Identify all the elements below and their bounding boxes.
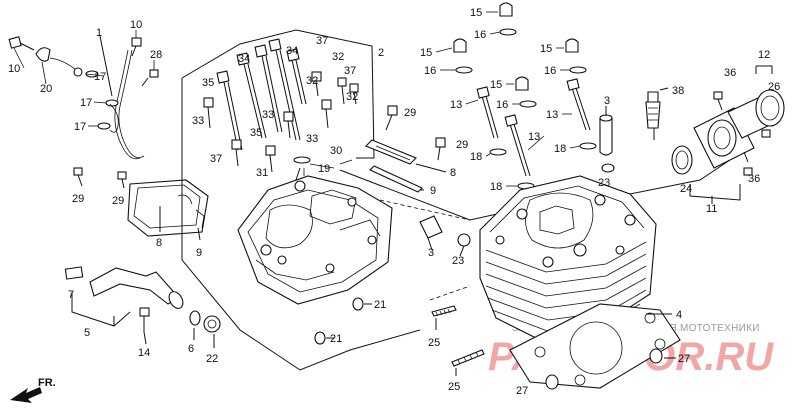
label-35b: 35	[250, 127, 262, 139]
side-cover-left	[73, 167, 209, 241]
label-25b: 25	[448, 381, 460, 393]
label-12: 12	[758, 49, 770, 61]
label-32a: 32	[306, 75, 318, 87]
head-bolts-left	[203, 38, 359, 181]
svg-text:FR.: FR.	[38, 377, 56, 389]
label-5: 5	[84, 327, 90, 339]
label-28: 28	[150, 49, 162, 61]
label-27b: 27	[678, 353, 690, 365]
label-33a: 33	[192, 115, 204, 127]
gasket-center	[365, 105, 447, 193]
label-36b: 36	[748, 173, 760, 185]
intake-assembly	[671, 65, 785, 204]
label-8a: 8	[156, 237, 162, 249]
label-15b: 15	[420, 47, 432, 59]
label-29c: 29	[404, 107, 416, 119]
label-16d: 16	[496, 99, 508, 111]
label-1: 1	[96, 27, 102, 39]
label-38: 38	[672, 85, 684, 97]
label-11: 11	[706, 203, 717, 215]
label-13c: 13	[546, 109, 558, 121]
dowel-pins	[314, 297, 372, 345]
label-13b: 13	[528, 131, 540, 143]
callout-leaders	[13, 11, 581, 187]
label-32c: 32	[346, 91, 358, 103]
label-15a: 15	[470, 7, 482, 19]
label-9a: 9	[196, 247, 202, 259]
label-37c: 37	[344, 65, 356, 77]
label-15c: 15	[540, 43, 552, 55]
label-29b: 29	[112, 195, 124, 207]
label-37b: 37	[316, 35, 328, 47]
label-19: 19	[318, 163, 330, 175]
head-gasket	[509, 303, 681, 389]
tensioner-right	[599, 106, 615, 173]
label-8b: 8	[450, 167, 456, 179]
label-31: 31	[256, 167, 268, 179]
label-17a: 17	[94, 71, 106, 83]
label-25a: 25	[428, 337, 440, 349]
label-10a: 10	[8, 63, 20, 75]
dowels-27	[545, 348, 676, 390]
label-3b: 3	[604, 95, 610, 107]
head-bolts-right	[453, 2, 597, 190]
label-7: 7	[68, 289, 74, 301]
label-14: 14	[138, 347, 150, 359]
label-33b: 33	[306, 133, 318, 145]
cylinder-head-right	[479, 175, 657, 341]
label-23a: 23	[452, 255, 464, 267]
label-21a: 21	[374, 299, 386, 311]
label-29d: 29	[456, 139, 468, 151]
label-23b: 23	[598, 177, 610, 189]
breather-hose-assembly	[8, 35, 159, 160]
label-13a: 13	[450, 99, 462, 111]
label-22: 22	[206, 353, 218, 365]
label-6: 6	[188, 343, 194, 355]
label-9b: 9	[430, 185, 436, 197]
label-33c: 33	[262, 109, 274, 121]
label-16a: 16	[474, 29, 486, 41]
label-15d: 15	[490, 79, 502, 91]
label-26: 26	[768, 81, 780, 93]
front-direction-arrow: FR.	[10, 377, 56, 403]
label-2: 2	[378, 47, 384, 59]
label-30: 30	[330, 145, 342, 157]
label-37a: 37	[210, 153, 222, 165]
label-35a: 35	[202, 77, 214, 89]
studs	[429, 285, 485, 376]
label-29a: 29	[72, 193, 84, 205]
callout-labels: 10 20 1 10 28 17 17 17 29 29 8 9 7 5 14 …	[8, 7, 780, 397]
spark-plug	[645, 87, 669, 140]
label-18b: 18	[490, 181, 502, 193]
label-16b: 16	[424, 65, 436, 77]
tensioner-center	[419, 215, 471, 257]
seal-and-nut	[189, 310, 221, 348]
label-34b: 34	[286, 45, 298, 57]
label-17b: 17	[80, 97, 92, 109]
label-16c: 16	[544, 65, 556, 77]
cylinder-head-left	[237, 168, 393, 305]
label-36a: 36	[724, 67, 736, 79]
label-17c: 17	[74, 121, 86, 133]
label-18a: 18	[470, 151, 482, 163]
shaft-assembly	[64, 266, 184, 345]
label-32b: 32	[332, 51, 344, 63]
label-21b: 21	[330, 333, 342, 345]
label-4: 4	[676, 309, 682, 321]
label-27a: 27	[516, 385, 528, 397]
label-18c: 18	[554, 143, 566, 155]
label-20: 20	[40, 83, 52, 95]
label-34a: 34	[238, 53, 250, 65]
label-10b: 10	[130, 19, 142, 31]
label-24: 24	[680, 183, 692, 195]
label-3a: 3	[428, 247, 434, 259]
